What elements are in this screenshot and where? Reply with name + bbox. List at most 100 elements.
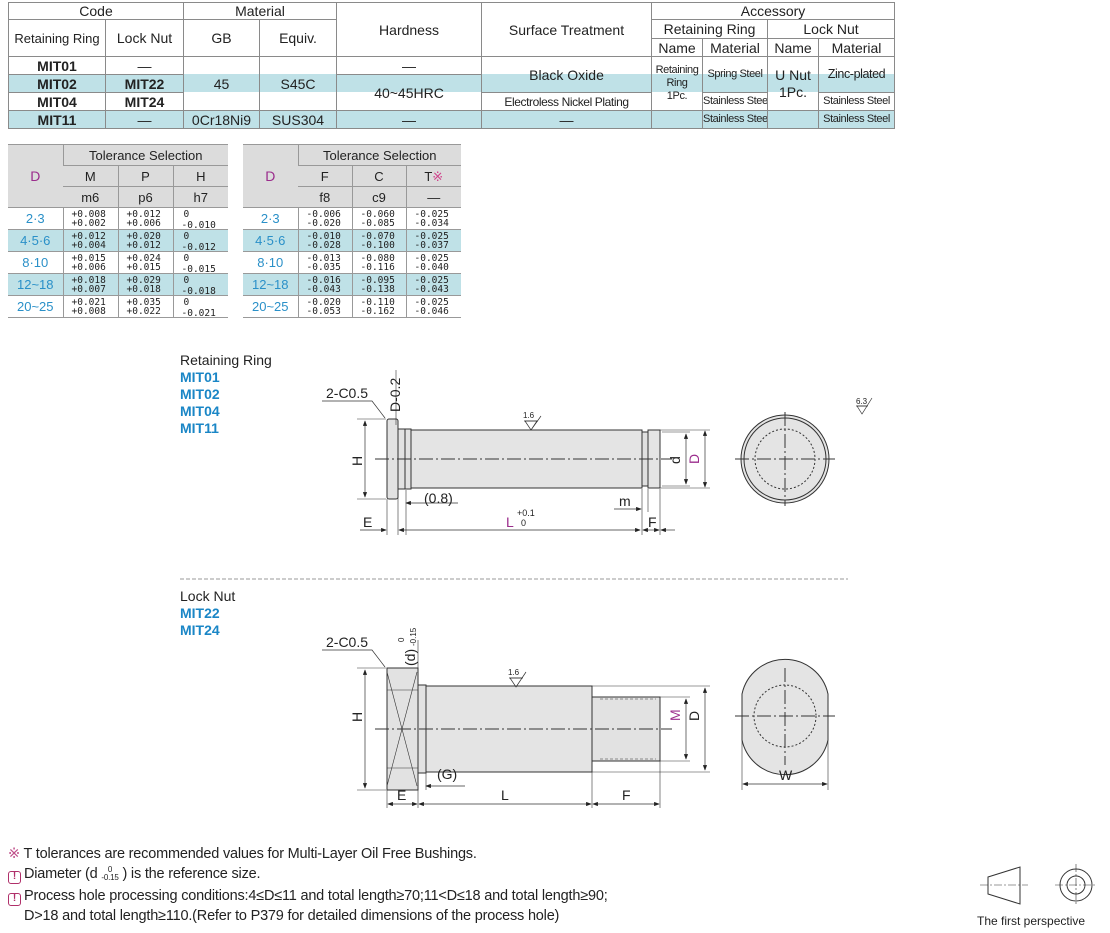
table-row: 20~25-0.020-0.053-0.110-0.162-0.025-0.04…	[243, 295, 462, 318]
dim-d-ref: (d)	[402, 649, 418, 666]
tol-value: -0.013-0.035	[297, 251, 352, 274]
note-text: ) is the reference size.	[122, 866, 261, 882]
dim-d-big: D	[686, 454, 702, 464]
note-process-hole-cont: D>18 and total length≥110.(Refer to P379…	[24, 908, 560, 924]
warning-icon: !	[8, 893, 21, 906]
tol-upper: -0.013	[306, 252, 341, 264]
tol-class: P	[117, 165, 173, 187]
table-row: MIT02 MIT22 40~45HRC	[8, 74, 895, 111]
tol-upper: -0.110	[360, 296, 395, 308]
lock-nut-pin-end-view	[735, 658, 835, 790]
hardness-value: 40~45HRC	[336, 74, 483, 111]
note-text: Diameter (d	[24, 866, 102, 882]
roughness-label: 6.3	[856, 397, 868, 406]
dim-chamfer: 2-C0.5	[326, 634, 368, 650]
note-tol-lower: -0.15	[101, 873, 119, 882]
gb-value: 45	[183, 56, 260, 111]
tol-lower: -0.116	[360, 261, 395, 273]
tol-upper: 0	[183, 208, 190, 220]
tol-upper: -0.010	[306, 230, 341, 242]
header-lock-nut: Lock Nut	[105, 19, 184, 57]
rr-name-line: Retaining	[655, 64, 699, 76]
rr-name-line: 1Pc.	[666, 90, 688, 102]
ln-material: Zinc-plated	[818, 56, 896, 93]
table-row: 4·5·6-0.010-0.028-0.070-0.100-0.025-0.03…	[243, 229, 462, 252]
tol-lower: +0.012	[126, 239, 161, 251]
tol-lower: +0.004	[71, 239, 106, 251]
tol-upper: +0.021	[71, 296, 106, 308]
spec-table: Code Material Hardness Surface Treatment…	[8, 2, 896, 129]
tol-upper: -0.080	[360, 252, 395, 264]
d-range: 2·3	[243, 207, 298, 230]
tol-lower: -0.034	[414, 217, 449, 229]
table-row: 2·3-0.006-0.020-0.060-0.085-0.025-0.034	[243, 207, 462, 230]
dim-e: E	[397, 787, 406, 803]
d-range: 20~25	[243, 295, 298, 318]
dim-l: L	[506, 514, 514, 530]
table-row: 8·10-0.013-0.035-0.080-0.116-0.025-0.040	[243, 251, 462, 274]
tol-upper: +0.035	[126, 296, 161, 308]
tol-upper: +0.012	[71, 230, 106, 242]
tol-class: H	[172, 165, 229, 187]
tol-lower: +0.015	[126, 261, 161, 273]
dim-f: F	[622, 787, 631, 803]
header-gb: GB	[183, 19, 260, 57]
tol-class-label: P	[141, 168, 150, 184]
table-row: MIT11 — 0Cr18Ni9 SUS304 — — Stainless St…	[8, 110, 896, 129]
equiv-value: SUS304	[258, 110, 338, 129]
tol-lower: -0.053	[306, 305, 341, 317]
tol-class-label: T	[424, 168, 433, 184]
tol-value: 0-0.021	[172, 295, 229, 318]
note-text: T tolerances are recommended values for …	[23, 846, 477, 862]
dim-m: m	[619, 493, 631, 509]
tol-upper: 0	[183, 252, 190, 264]
ln-material: Stainless Steel	[818, 110, 896, 129]
dim-f: F	[648, 514, 657, 530]
col-d: D	[243, 144, 298, 208]
tol-grade: c9	[351, 186, 406, 208]
tol-upper: +0.024	[126, 252, 161, 264]
tol-grade: h7	[172, 186, 229, 208]
surface-value: —	[481, 110, 653, 129]
tol-upper: +0.015	[71, 252, 106, 264]
tol-lower: +0.008	[71, 305, 106, 317]
tol-value: -0.020-0.053	[297, 295, 352, 318]
dim-l-tol-lower: 0	[521, 518, 526, 528]
tol-upper: +0.008	[71, 208, 106, 220]
tol-upper: -0.025	[414, 230, 449, 242]
tol-value: -0.025-0.043	[405, 273, 462, 296]
tol-lower: -0.138	[360, 283, 395, 295]
tol-lower: -0.020	[306, 217, 341, 229]
tol-value: -0.025-0.037	[405, 229, 462, 252]
tol-lower: -0.010	[181, 219, 216, 230]
tol-lower: -0.162	[360, 305, 395, 317]
tol-upper: 0	[183, 230, 190, 242]
col-d: D	[8, 144, 63, 208]
tol-upper: -0.070	[360, 230, 395, 242]
tol-lower: -0.012	[181, 241, 216, 252]
header-acc-retaining-ring: Retaining Ring	[651, 19, 769, 39]
drawing2-title: Lock Nut	[180, 588, 236, 604]
tol-upper: -0.095	[360, 274, 395, 286]
tol-lower: +0.006	[126, 217, 161, 229]
tol-upper: 0	[183, 296, 190, 308]
drawing2-code: MIT22	[180, 605, 220, 621]
tol-value: +0.024+0.015	[117, 251, 173, 274]
warning-icon: !	[8, 871, 21, 884]
tol-class-label: F	[320, 168, 329, 184]
dim-d-big: D	[686, 711, 702, 721]
tol-class-label: M	[84, 168, 96, 184]
note-diameter: !Diameter (d 0-0.15 ) is the reference s…	[8, 866, 261, 884]
tol-value: -0.025-0.046	[405, 295, 462, 318]
note-t-tolerance: ※ T tolerances are recommended values fo…	[8, 846, 477, 862]
tol-value: -0.010-0.028	[297, 229, 352, 252]
tol-lower: -0.046	[414, 305, 449, 317]
tol-value: +0.015+0.006	[62, 251, 118, 274]
dim-w: W	[779, 767, 793, 783]
tol-value: 0-0.010	[172, 207, 229, 230]
dim-l: L	[501, 787, 509, 803]
tol-value: -0.110-0.162	[351, 295, 406, 318]
